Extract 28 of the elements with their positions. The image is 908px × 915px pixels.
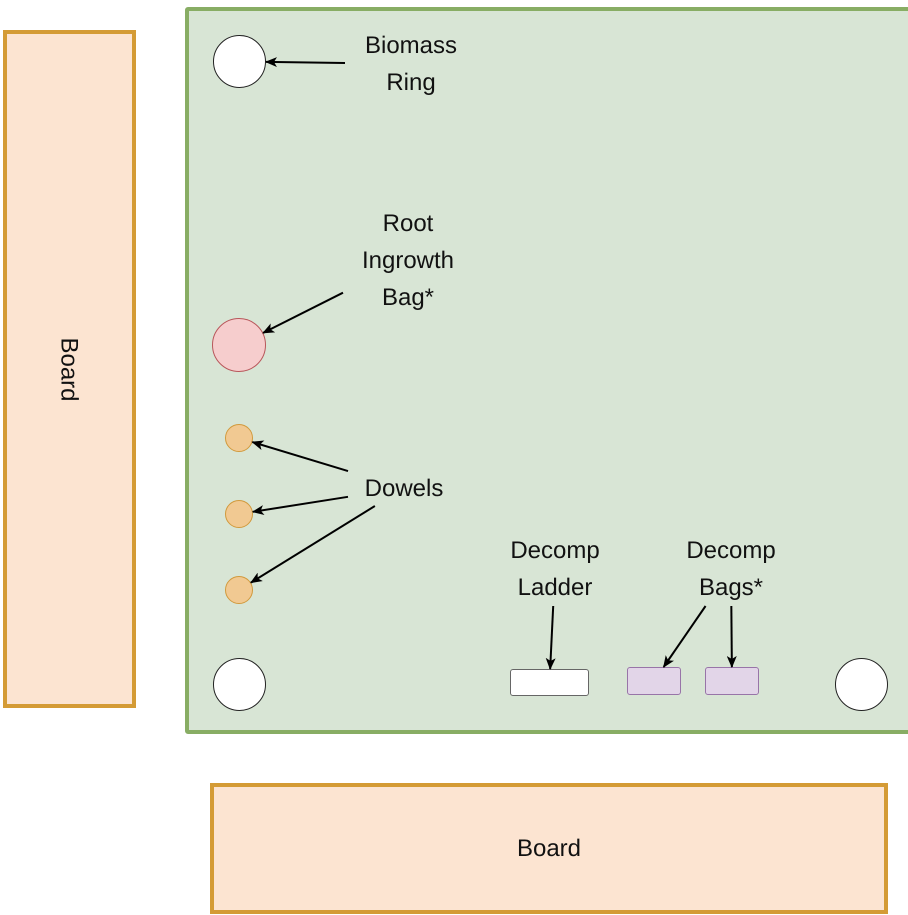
plot-area [185, 7, 908, 734]
arrow [726, 606, 737, 668]
board [210, 783, 888, 914]
arrow [262, 292, 344, 334]
arrow [251, 440, 348, 472]
dowel-circle [225, 424, 253, 452]
arrow [265, 57, 346, 68]
arrow [546, 606, 556, 670]
board-label: Board [55, 336, 84, 402]
bag-rect [705, 667, 759, 695]
arrow [250, 505, 376, 584]
board-label: Board [516, 834, 582, 864]
ring-circle [213, 658, 266, 711]
arrow [662, 605, 706, 668]
ladder-rect [510, 669, 589, 696]
part-label: Decomp Ladder [509, 536, 601, 603]
arrow [252, 496, 348, 516]
part-label: Decomp Bags* [685, 536, 777, 603]
bag-rect [627, 667, 681, 695]
part-label: Dowels [364, 474, 444, 504]
dowel-circle [225, 500, 253, 528]
dowel-circle [225, 576, 253, 604]
bag-circle [212, 318, 266, 372]
board [3, 30, 136, 708]
part-label: Biomass Ring [364, 31, 458, 98]
ring-circle [835, 658, 888, 711]
ring-circle [213, 35, 266, 88]
part-label: Root Ingrowth Bag* [360, 208, 456, 312]
